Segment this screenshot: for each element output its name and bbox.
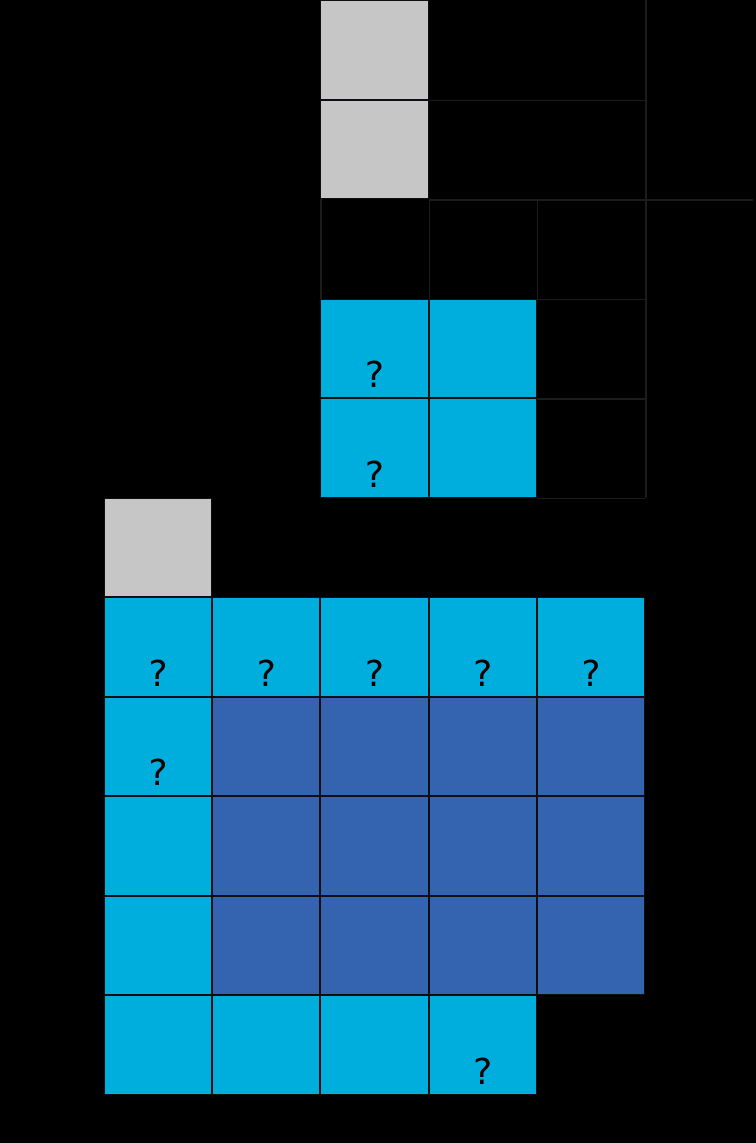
question-mark: ?: [473, 1051, 493, 1093]
grid-cell-blue: [428, 895, 537, 995]
ghost-grid-line: [536, 298, 645, 300]
ghost-grid-line: [428, 199, 431, 299]
grid-cell-blue: [320, 696, 429, 796]
grid-cell-cyan: ?: [320, 398, 429, 498]
grid-cell-cyan: [104, 995, 213, 1095]
ghost-grid-line: [428, 99, 645, 101]
grid-cell-cyan: ?: [212, 597, 321, 697]
grid-cell-cyan: ?: [536, 597, 645, 697]
grid-cell-gray: [104, 497, 213, 597]
grid-cell-blue: [212, 796, 321, 896]
grid-cell-cyan: [212, 995, 321, 1095]
grid-cell-cyan: [428, 398, 537, 498]
ghost-grid-line: [428, 199, 754, 201]
grid-cell-blue: [320, 796, 429, 896]
grid-cell-cyan: ?: [104, 597, 213, 697]
grid-cell-cyan: ?: [104, 696, 213, 796]
grid-cell-cyan: ?: [428, 995, 537, 1095]
question-mark: ?: [581, 653, 601, 695]
grid-cell-blue: [428, 696, 537, 796]
question-mark: ?: [364, 355, 385, 396]
grid-cell-cyan: ?: [320, 298, 429, 398]
grid-cell-blue: [536, 796, 645, 896]
question-mark: ?: [473, 653, 493, 695]
ghost-grid-line: [645, 0, 647, 498]
grid-cell-gray: [320, 0, 429, 100]
grid-cell-blue: [212, 895, 321, 995]
grid-cell-blue: [212, 696, 321, 796]
ghost-grid-line: [536, 497, 645, 499]
grid-cell-blue: [536, 895, 645, 995]
grid-cell-cyan: [104, 895, 213, 995]
grid-cell-cyan: [104, 796, 213, 896]
ghost-grid-line: [320, 199, 322, 299]
grid-cell-blue: [320, 895, 429, 995]
grid-cell-gray: [320, 99, 429, 199]
grid-cell-cyan: [428, 298, 537, 398]
ghost-grid-line: [536, 398, 645, 400]
grid-cell-cyan: ?: [320, 597, 429, 697]
grid-cell-cyan: ?: [428, 597, 537, 697]
grid-cell-cyan: [320, 995, 429, 1095]
question-mark: ?: [364, 653, 385, 695]
question-mark: ?: [364, 454, 385, 496]
question-mark: ?: [148, 653, 168, 695]
grid-cell-blue: [536, 696, 645, 796]
question-mark: ?: [256, 653, 276, 695]
question-mark: ?: [148, 753, 168, 794]
ghost-grid-line: [536, 199, 539, 299]
grid-cell-blue: [428, 796, 537, 896]
